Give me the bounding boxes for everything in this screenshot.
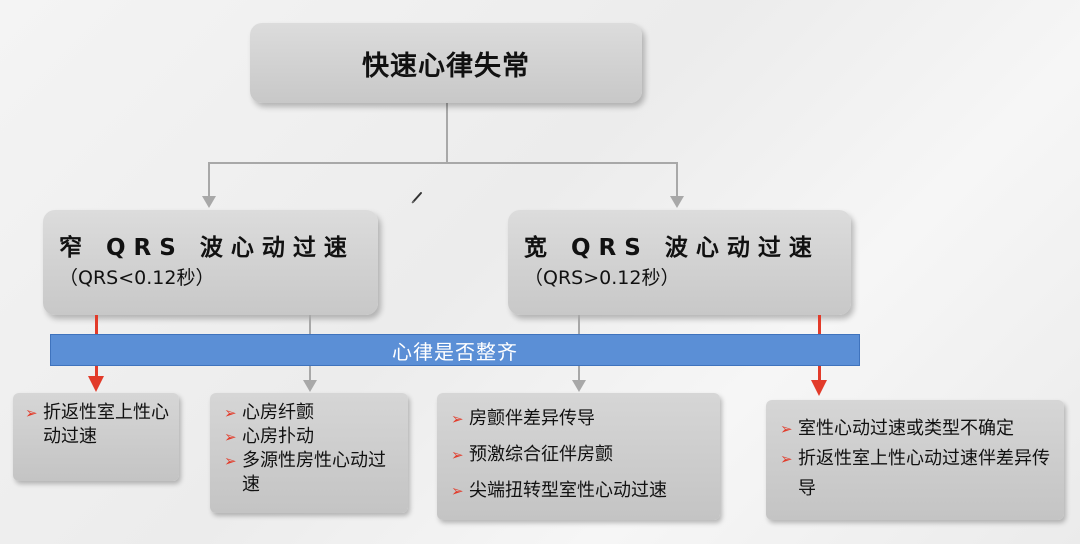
root-stem — [446, 103, 448, 163]
arrow-bullet-icon: ➢ — [224, 428, 237, 446]
arrow-bullet-icon: ➢ — [451, 446, 464, 464]
right-branch-stem — [676, 162, 678, 196]
leaf-narrow-irregular: ➢心房纤颤 ➢心房扑动 ➢多源性房性心动过速 — [210, 393, 408, 513]
wide-qrs-title: 宽 QRS 波心动过速 — [524, 235, 820, 261]
arrow-bullet-icon: ➢ — [451, 482, 464, 500]
list-item: ➢心房纤颤 — [224, 402, 314, 423]
wide-qrs-node: 宽 QRS 波心动过速 （QRS>0.12秒） — [508, 210, 851, 315]
arrow-bullet-icon: ➢ — [451, 410, 464, 428]
narrow-regular-arrow — [88, 376, 104, 392]
list-item: ➢心房扑动 — [224, 426, 314, 447]
leaf-wide-regular: ➢室性心动过速或类型不确定 ➢折返性室上性心动过速伴差异传导 — [766, 400, 1064, 520]
pen-cursor-icon — [411, 192, 422, 204]
list-item: ➢室性心动过速或类型不确定 — [778, 414, 1058, 444]
rhythm-bar-label: 心律是否整齐 — [392, 339, 518, 364]
narrow-qrs-subtitle: （QRS<0.12秒） — [59, 267, 215, 289]
rhythm-regularity-bar: 心律是否整齐 — [50, 334, 860, 366]
narrow-qrs-title: 窄 QRS 波心动过速 — [59, 235, 355, 261]
list-item: ➢多源性房性心动过速 — [224, 450, 386, 495]
list-item: ➢尖端扭转型室性心动过速 — [451, 480, 667, 501]
wide-regular-arrow — [811, 380, 827, 396]
arrow-to-wide — [670, 196, 684, 208]
left-branch-stem — [208, 162, 210, 196]
arrow-bullet-icon: ➢ — [25, 404, 38, 422]
wide-irregular-arrow — [572, 380, 586, 392]
leaf-narrow-regular: ➢折返性室上性心动过速 — [13, 393, 179, 481]
narrow-qrs-node: 窄 QRS 波心动过速 （QRS<0.12秒） — [43, 210, 378, 315]
leaf-wide-irregular: ➢房颤伴差异传导 ➢预激综合征伴房颤 ➢尖端扭转型室性心动过速 — [437, 393, 720, 520]
arrow-bullet-icon: ➢ — [780, 450, 793, 468]
narrow-irregular-arrow — [303, 380, 317, 392]
list-item: ➢预激综合征伴房颤 — [451, 444, 613, 465]
list-item: ➢房颤伴差异传导 — [451, 408, 595, 429]
arrow-to-narrow — [202, 196, 216, 208]
arrow-bullet-icon: ➢ — [780, 420, 793, 438]
root-branch-line — [208, 162, 678, 164]
arrow-bullet-icon: ➢ — [224, 404, 237, 422]
list-item: ➢折返性室上性心动过速伴差异传导 — [778, 444, 1058, 504]
root-title: 快速心律失常 — [362, 50, 530, 82]
list-item: ➢折返性室上性心动过速 — [25, 402, 169, 447]
wide-qrs-subtitle: （QRS>0.12秒） — [524, 267, 680, 289]
root-node: 快速心律失常 — [250, 23, 642, 103]
arrow-bullet-icon: ➢ — [224, 452, 237, 470]
